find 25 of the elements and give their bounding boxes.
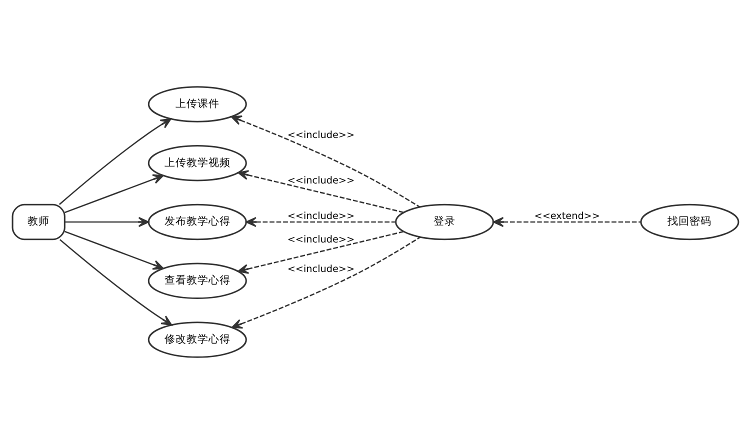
edge-label: <<include>>	[287, 130, 355, 141]
node-ellipse: 修改教学心得	[148, 321, 247, 358]
edge-label: <<include>>	[287, 234, 355, 245]
arrow	[64, 230, 164, 270]
arrow	[238, 230, 404, 274]
arrow	[238, 170, 404, 213]
node-ellipse: 找回密码	[640, 203, 740, 240]
node-ellipse: 发布教学心得	[148, 203, 247, 240]
arrow	[58, 118, 172, 204]
edge-label: <<extend>>	[534, 210, 600, 222]
node-ellipse: 查看教学心得	[148, 262, 247, 299]
node-box: 教师	[12, 203, 66, 240]
arrow	[64, 216, 150, 227]
node-ellipse: 上传教学视频	[148, 144, 247, 181]
edge-label: <<include>>	[287, 210, 355, 222]
arrow	[231, 236, 421, 328]
arrow	[64, 174, 164, 213]
arrow	[246, 216, 396, 227]
node-ellipse: 登录	[395, 203, 494, 240]
arrow	[492, 216, 641, 227]
node-ellipse: 上传课件	[148, 86, 247, 122]
edge-label: <<include>>	[287, 264, 355, 275]
arrow	[59, 238, 172, 326]
arrow	[230, 115, 420, 208]
edge-label: <<include>>	[287, 174, 355, 186]
